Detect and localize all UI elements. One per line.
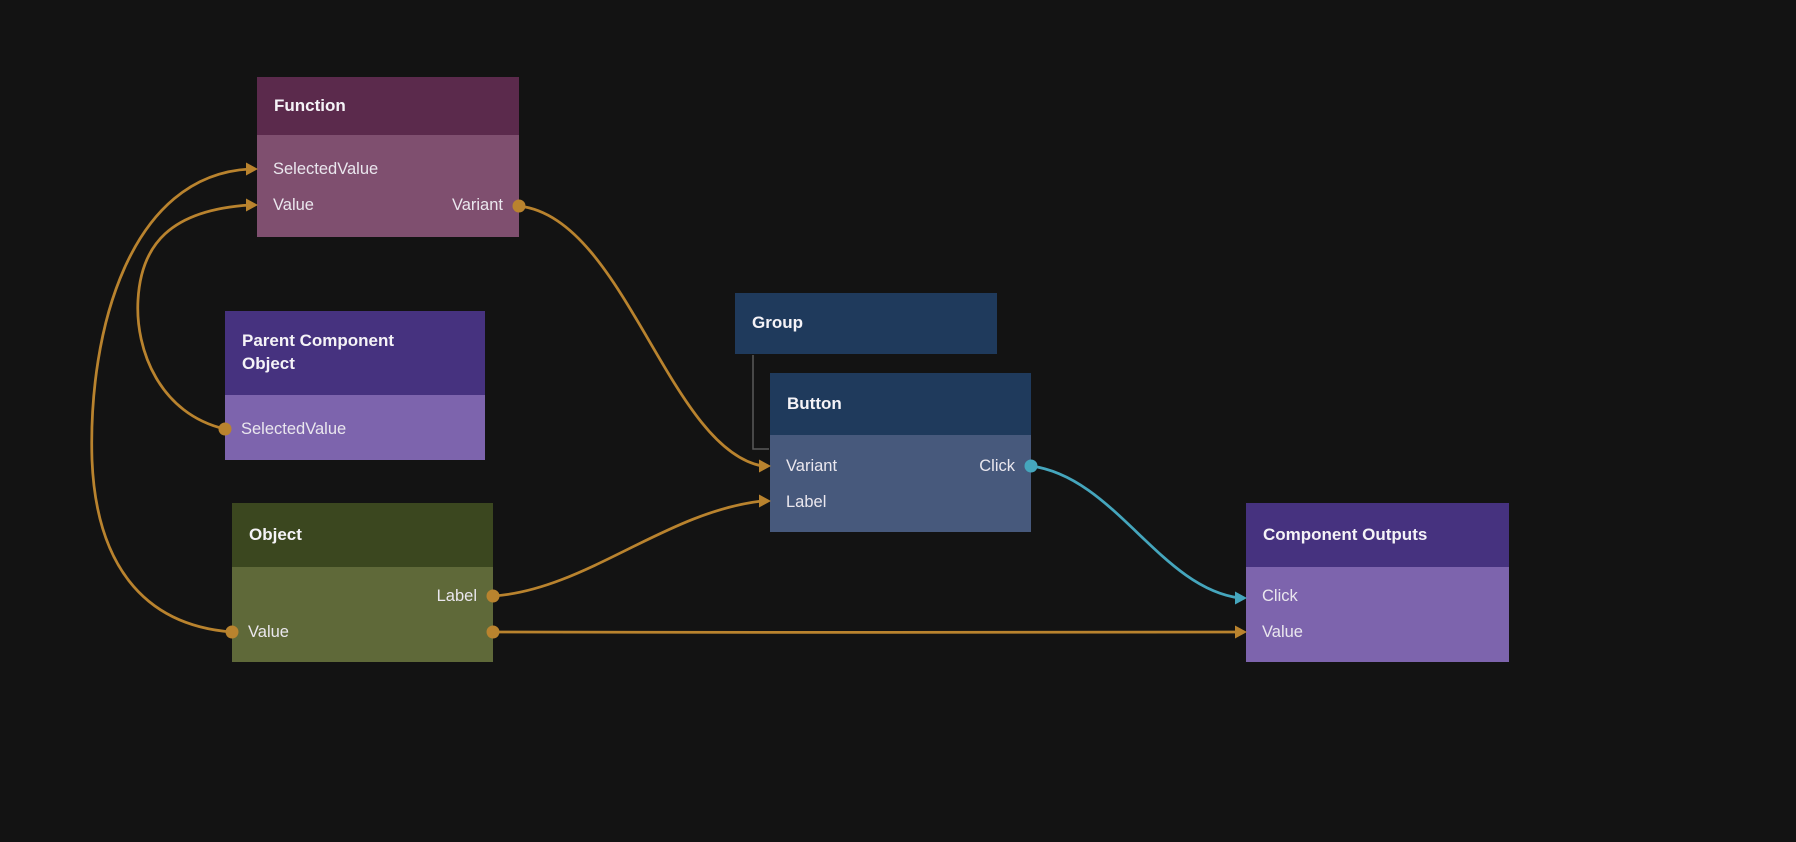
port-pco-selectedvalue[interactable]: SelectedValue xyxy=(241,419,347,438)
port-row: Value Variant xyxy=(257,187,519,223)
node-function[interactable]: Function SelectedValue Value Variant xyxy=(257,77,519,237)
node-function-body: SelectedValue Value Variant xyxy=(257,135,519,237)
port-function-value[interactable]: Value xyxy=(273,195,314,214)
edge-function-variant-to-button-variant[interactable] xyxy=(518,204,763,468)
node-parent-component-object-header[interactable]: Parent Component Object xyxy=(225,311,485,395)
node-group-title: Group xyxy=(752,313,803,333)
edge-object-label-to-button-label[interactable] xyxy=(492,499,763,598)
node-group[interactable]: Group xyxy=(735,293,997,354)
node-button-body: Variant Click Label xyxy=(770,435,1031,532)
port-row: Value xyxy=(232,614,493,650)
port-row: Label xyxy=(770,484,1031,520)
node-parent-component-object[interactable]: Parent Component Object SelectedValue xyxy=(225,311,485,460)
port-object-value[interactable]: Value xyxy=(248,622,289,641)
node-component-outputs[interactable]: Component Outputs Click Value xyxy=(1246,503,1509,662)
port-row: SelectedValue xyxy=(225,411,485,447)
port-function-selectedvalue[interactable]: SelectedValue xyxy=(273,159,379,178)
node-component-outputs-title: Component Outputs xyxy=(1263,524,1428,544)
node-function-header[interactable]: Function xyxy=(257,77,519,135)
port-co-click[interactable]: Click xyxy=(1262,586,1298,605)
node-parent-component-object-body: SelectedValue xyxy=(225,395,485,460)
node-object-header[interactable]: Object xyxy=(232,503,493,567)
port-row: Value xyxy=(1246,614,1509,650)
node-parent-component-object-title: Parent Component Object xyxy=(242,331,395,373)
node-button-title: Button xyxy=(787,393,842,413)
node-object-title: Object xyxy=(249,524,302,544)
port-button-variant[interactable]: Variant xyxy=(786,456,838,475)
edge-button-click-to-component-outputs-click[interactable] xyxy=(1030,464,1241,600)
edge-group-to-button-hierarchy[interactable] xyxy=(752,355,769,450)
node-component-outputs-body: Click Value xyxy=(1246,567,1509,662)
port-co-value[interactable]: Value xyxy=(1262,622,1303,641)
port-button-label[interactable]: Label xyxy=(786,492,827,511)
node-component-outputs-header[interactable]: Component Outputs xyxy=(1246,503,1509,567)
port-object-label[interactable]: Label xyxy=(436,586,477,605)
port-row: Click xyxy=(1246,578,1509,614)
node-button-header[interactable]: Button xyxy=(770,373,1031,435)
node-object[interactable]: Object Label Value xyxy=(232,503,493,662)
port-button-click[interactable]: Click xyxy=(979,456,1015,475)
port-row: Label xyxy=(232,578,493,614)
node-function-title: Function xyxy=(274,95,346,115)
node-button[interactable]: Button Variant Click Label xyxy=(770,373,1031,532)
port-function-variant[interactable]: Variant xyxy=(451,195,503,214)
node-object-body: Label Value xyxy=(232,567,493,662)
port-row: Variant Click xyxy=(770,448,1031,484)
node-group-header[interactable]: Group xyxy=(735,293,997,354)
port-row: SelectedValue xyxy=(257,151,519,187)
